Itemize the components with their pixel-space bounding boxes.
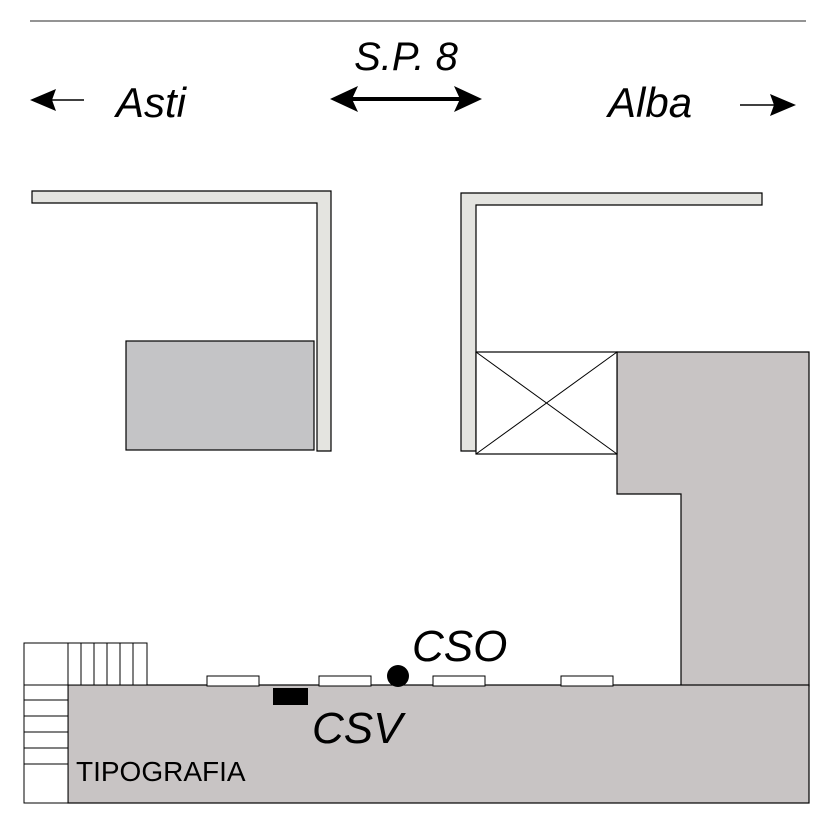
crossed-box <box>475 351 618 455</box>
window <box>560 675 614 687</box>
road-double-arrow <box>330 86 482 112</box>
right-arrow-icon <box>740 94 796 116</box>
left-destination: Asti <box>113 79 188 126</box>
left-grey-block <box>125 340 315 451</box>
right-destination: Alba <box>605 79 692 126</box>
right-building <box>616 351 810 687</box>
left-arrow-icon <box>30 89 84 111</box>
cso-label: CSO <box>412 622 507 671</box>
csv-label: CSV <box>312 704 406 753</box>
window <box>318 675 372 687</box>
cso-marker <box>387 665 409 687</box>
right-wall <box>460 192 763 452</box>
tipografia-building <box>67 684 810 804</box>
left-wall <box>31 190 332 452</box>
window <box>432 675 486 687</box>
road-name: S.P. 8 <box>354 35 459 79</box>
csv-marker <box>273 688 308 705</box>
tipografia-label: TIPOGRAFIA <box>76 756 246 787</box>
window <box>206 675 260 687</box>
staircase-side <box>23 642 69 804</box>
